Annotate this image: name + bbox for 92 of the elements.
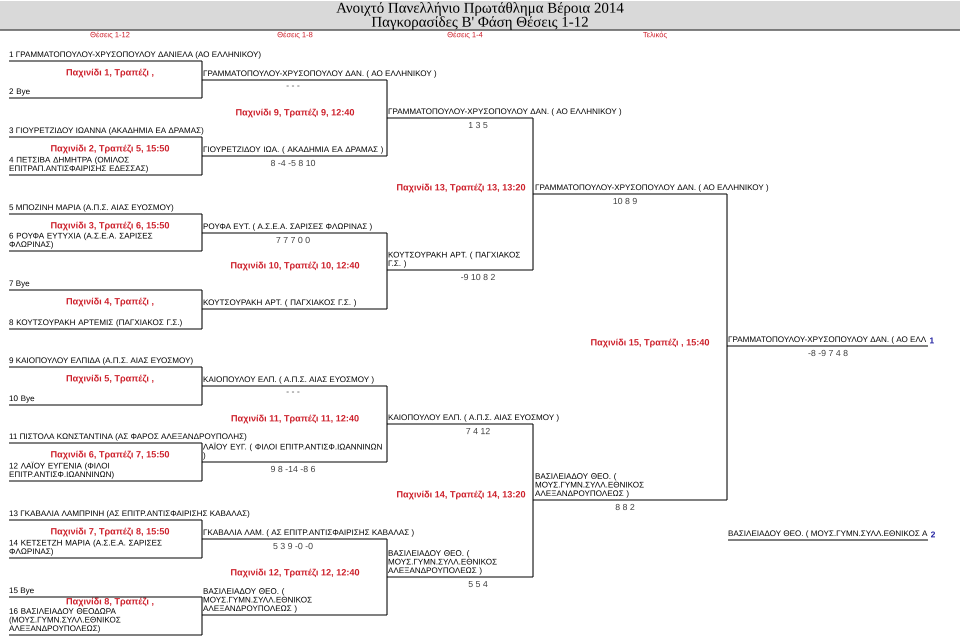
score: 8 -4 -5 8 10 (270, 160, 316, 166)
bracket-line (201, 385, 204, 405)
score: -8 -9 7 4 8 (808, 350, 848, 356)
bracket-line (201, 155, 204, 175)
score: 1 3 5 (468, 122, 488, 128)
match-label: Παχινίδι 4, Τραπέζι , (66, 298, 154, 306)
score: 5 5 4 (468, 580, 488, 588)
bracket-line (201, 137, 204, 157)
score: 8 8 2 (616, 504, 634, 510)
match-label: Παχινίδι 15, Τραπέζι , 15:40 (591, 338, 710, 348)
player-entry: 2 Bye (9, 88, 202, 99)
player-entry: ΛΑΪΟΥ ΕΥΓ. ( ΦΙΛΟΙ ΕΠΙΤΡ.ΑΝΤΙΣΦ.ΙΩΑΝΝΙΝΩΝ ) (203, 442, 387, 463)
bracket-line (201, 614, 204, 635)
player-entry: 1 ΓΡΑΜΜΑΤΟΠΟΥΛΟΥ-ΧΡΥΣΟΠΟΥΛΟΥ ΔΑΝΙΕΛΑ (ΑΟ ΕΛΛΗΝΙΚΟΥ) (9, 51, 261, 62)
player-entry: ΒΑΣΙΛΕΙΑΔΟΥ ΘΕΟ. ( ΜΟΥΣ.ΓΥΜΝ.ΣΥΛΛ.ΕΘΝΙΚΟΣ ΑΛΕΞΑΝΔΡΟΥΠΟΛΕΩΣ ) (203, 588, 387, 616)
player-entry: ΓΙΟΥΡΕΤΖΙΔΟΥ ΙΩΑ. ( ΑΚΑΔΗΜΙΑ ΕΑ ΔΡΑΜΑΣ ) (203, 146, 387, 157)
player-entry: 14 ΚΕΤΣΕΤΖΗ ΜΑΡΙΑ (Α.Σ.Ε.Α. ΣΑΡΙΣΕΣ ΦΛΩΡΙΝΑΣ) (9, 540, 202, 559)
bracket-line (201, 443, 204, 463)
bracket-line (201, 79, 204, 98)
bracket-line (386, 386, 388, 425)
match-label: Παχινίδι 10, Τραπέζι 10, 12:40 (231, 262, 360, 270)
match-label: Παχινίδι 1, Τραπέζι , (66, 68, 154, 78)
placing-number: 2 (930, 531, 936, 538)
bracket-line (386, 269, 388, 309)
bracket-line (201, 61, 204, 81)
player-entry: 15 Bye (9, 587, 202, 598)
match-label: Παχινίδι 5, Τραπέζι , (66, 374, 154, 384)
player-entry: 7 Bye (9, 280, 202, 291)
match-label: Παχινίδι 2, Τραπέζι 5, 15:50 (51, 144, 170, 154)
player-entry: ΒΑΣΙΛΕΙΑΔΟΥ ΘΕΟ. ( ΜΟΥΣ.ΓΥΜΝ.ΣΥΛΛ.ΕΘΝΙΚΟΣ ΑΛΕΞΑΝΔΡΟΥΠΟΛΕΩΣ ) (535, 473, 727, 501)
bracket-line (201, 520, 204, 540)
bracket-line (386, 576, 388, 615)
match-label: Παχινίδι 8, Τραπέζι , (66, 598, 154, 606)
player-entry: 6 ΡΟΥΦΑ ΕΥΤΥΧΙΑ (Α.Σ.Ε.Α. ΣΑΡΙΣΕΣ ΦΛΩΡΙΝΑΣ) (9, 232, 202, 252)
bracket-line (726, 345, 728, 500)
bracket-line (386, 117, 388, 156)
bracket-line (386, 233, 388, 271)
bracket-line (386, 80, 388, 119)
match-label: Παχινίδι 11, Τραπέζι 11, 12:40 (232, 414, 359, 424)
bracket-line (386, 539, 388, 578)
match-label: Παχινίδι 9, Τραπέζι 9, 12:40 (236, 108, 354, 118)
bracket-line (532, 118, 535, 195)
player-entry: ΓΡΑΜΜΑΤΟΠΟΥΛΟΥ-ΧΡΥΣΟΠΟΥΛΟΥ ΔΑΝ. ( ΑΟ ΕΛΛ (728, 336, 928, 347)
bracket-line (201, 367, 204, 387)
player-entry: 4 ΠΕΤΣΙΒΑ ΔΗΜΗΤΡΑ (ΟΜΙΛΟΣ ΕΠΙΤΡΑΠ.ΑΝΤΙΣΦΑΙΡΙΣΗΣ ΕΔΕΣΣΑΣ) (9, 156, 202, 176)
player-entry: 9 ΚΑΙΟΠΟΥΛΟΥ ΕΛΠΙΔΑ (Α.Π.Σ. ΑΙΑΣ ΕΥΟΣΜΟΥ) (9, 357, 202, 368)
score: -9 10 8 2 (461, 274, 495, 280)
match-label: Παχινίδι 12, Τραπέζι 12, 12:40 (231, 568, 360, 578)
player-entry: 12 ΛΑΪΟΥ ΕΥΓΕΝΙΑ (ΦΙΛΟΙ ΕΠΙΤΡ.ΑΝΤΙΣΦ.ΙΩΑΝΝΙΝΩΝ) (9, 462, 202, 482)
player-entry: ΚΟΥΤΣΟΥΡΑΚΗ ΑΡΤ. ( ΠΑΓΧΙΑΚΟΣ Γ.Σ. ) (203, 299, 387, 310)
bracket-line (386, 423, 388, 462)
player-entry: ΓΡΑΜΜΑΤΟΠΟΥΛΟΥ-ΧΡΥΣΟΠΟΥΛΟΥ ΔΑΝ. ( ΑΟ ΕΛΛΗΝΙΚΟΥ ) (535, 184, 768, 195)
bracket-line (201, 308, 204, 329)
score: 10 8 9 (613, 198, 637, 204)
player-entry: ΚΑΙΟΠΟΥΛΟΥ ΕΛΠ. ( Α.Π.Σ. ΑΙΑΣ ΕΥΟΣΜΟΥ ) (388, 414, 559, 425)
match-label: Παχινίδι 7, Τραπέζι 8, 15:50 (51, 528, 170, 536)
player-entry: ΒΑΣΙΛΕΙΑΔΟΥ ΘΕΟ. ( ΜΟΥΣ.ΓΥΜΝ.ΣΥΛΛ.ΕΘΝΙΚΟΣ ΑΛΕΞΑΝΔΡΟΥΠΟΛΕΩΣ ) (388, 550, 533, 578)
player-entry: 3 ΓΙΟΥΡΕΤΖΙΔΟΥ ΙΩΑΝΝΑ (ΑΚΑΔΗΜΙΑ ΕΑ ΔΡΑΜΑΣ) (9, 127, 204, 138)
subtitle: Παγκορασίδες Β' Φάση Θέσεις 1-12 (372, 16, 588, 30)
score: 7 7 7 0 0 (276, 236, 310, 244)
player-entry: ΒΑΣΙΛΕΙΑΔΟΥ ΘΕΟ. ( ΜΟΥΣ.ΓΥΜΝ.ΣΥΛΛ.ΕΘΝΙΚΟΣ Α (728, 530, 928, 541)
bracket-line (532, 193, 535, 270)
player-entry: 8 ΚΟΥΤΣΟΥΡΑΚΗ ΑΡΤΕΜΙΣ (ΠΑΓΧΙΑΚΟΣ Γ.Σ.) (9, 319, 202, 330)
player-entry: ΓΡΑΜΜΑΤΟΠΟΥΛΟΥ-ΧΡΥΣΟΠΟΥΛΟΥ ΔΑΝ. ( ΑΟ ΕΛΛΗΝΙΚΟΥ ) (388, 108, 622, 119)
player-entry: 11 ΠΙΣΤΟΛΑ ΚΩΝΣΤΑΝΤΙΝΑ (ΑΣ ΦΑΡΟΣ ΑΛΕΞΑΝΔΡΟΥΠΟΛΗΣ) (9, 433, 246, 444)
title: Ανοιχτό Πανελλήνιο Πρωτάθλημα Βέροια 2014 (336, 2, 624, 16)
bracket-line (201, 597, 204, 616)
score: 7 4 12 (466, 428, 490, 434)
player-entry: ΡΟΥΦΑ ΕΥΤ. ( Α.Σ.Ε.Α. ΣΑΡΙΣΕΣ ΦΛΩΡΙΝΑΣ ) (203, 223, 387, 234)
player-entry: ΓΚΑΒΑΛΙΑ ΛΑΜ. ( ΑΣ ΕΠΙΤΡ.ΑΝΤΙΣΦΑΙΡΙΣΗΣ ΚΑΒΑΛΑΣ ) (203, 529, 414, 540)
placing-number: 1 (930, 338, 934, 344)
bracket-line (532, 499, 535, 577)
bracket-line (726, 194, 728, 347)
score: 5 3 9 -0 -0 (273, 542, 313, 550)
match-label: Παχινίδι 13, Τραπέζι 13, 13:20 (397, 184, 526, 192)
player-entry: ΚΑΙΟΠΟΥΛΟΥ ΕΛΠ. ( Α.Π.Σ. ΑΙΑΣ ΕΥΟΣΜΟΥ ) (203, 376, 387, 387)
player-entry: 13 ΓΚΑΒΑΛΙΑ ΛΑΜΠΡΙΝΗ (ΑΣ ΕΠΙΤΡ.ΑΝΤΙΣΦΑΙΡΙΣΗΣ ΚΑΒΑΛΑΣ) (9, 510, 250, 521)
player-entry: ΓΡΑΜΜΑΤΟΠΟΥΛΟΥ-ΧΡΥΣΟΠΟΥΛΟΥ ΔΑΝ. ( ΑΟ ΕΛΛΗΝΙΚΟΥ ) (203, 70, 436, 81)
score: 9 8 -14 -8 6 (270, 466, 316, 472)
player-entry: ΚΟΥΤΣΟΥΡΑΚΗ ΑΡΤ. ( ΠΑΓΧΙΑΚΟΣ Γ.Σ. ) (388, 252, 533, 271)
match-label: Παχινίδι 14, Τραπέζι 14, 13:20 (397, 490, 526, 500)
bracket-line (201, 214, 204, 234)
bracket-line (532, 424, 535, 501)
player-entry: 5 ΜΠΟΖΙΝΗ ΜΑΡΙΑ (Α.Π.Σ. ΑΙΑΣ ΕΥΟΣΜΟΥ) (9, 204, 202, 215)
bracket-line (201, 538, 204, 558)
player-entry: 16 ΒΑΣΙΛΕΙΑΔΟΥ ΘΕΟΔΩΡΑ (ΜΟΥΣ.ΓΥΜΝ.ΣΥΛΛ.ΕΘΝΙΚΟΣ ΑΛΕΞΑΝΔΡΟΥΠΟΛΕΩΣ) (9, 608, 202, 636)
bracket-line (201, 290, 204, 310)
player-entry: 10 Bye (9, 395, 202, 406)
match-label: Παχινίδι 3, Τραπέζι 6, 15:50 (51, 222, 170, 230)
bracket-line (201, 232, 204, 251)
bracket-line (201, 461, 204, 481)
match-label: Παχινίδι 6, Τραπέζι 7, 15:50 (51, 450, 170, 460)
